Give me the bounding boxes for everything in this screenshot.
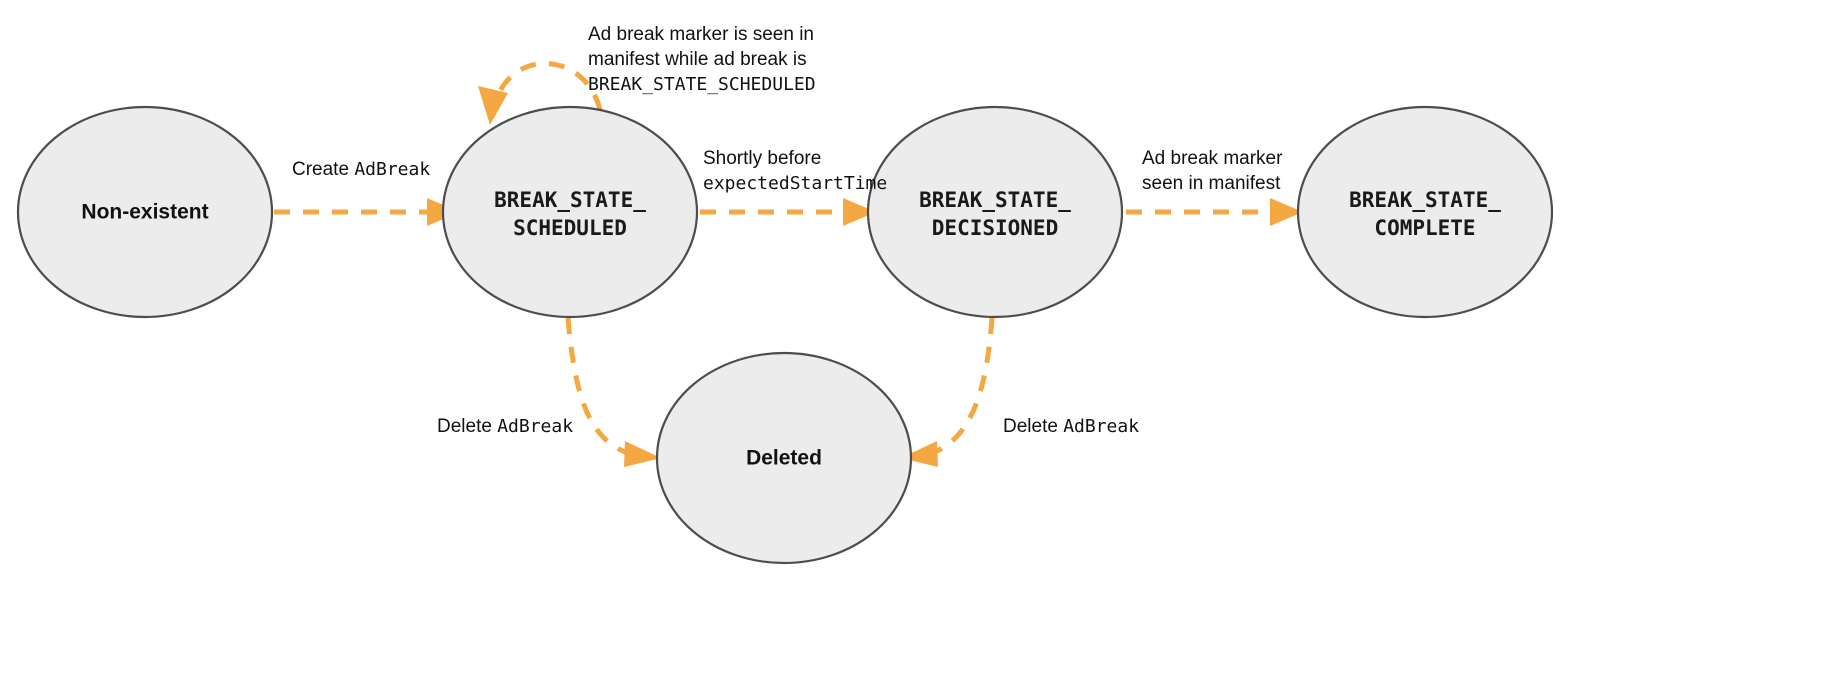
edge-decisioned-deleted-arrowhead: [901, 441, 938, 467]
edge-delete-adbreak-from-decisioned: [901, 317, 995, 467]
edge-label-marker-seen-in-manifest-line2: seen in manifest: [1142, 173, 1281, 194]
edge-marker-seen-in-manifest: [1126, 198, 1303, 226]
node-break-state-scheduled-shape[interactable]: [441, 105, 699, 319]
node-deleted-label: Deleted: [746, 447, 822, 470]
edge-self-loop-arrowhead: [478, 86, 508, 125]
edge-label-marker-seen-in-manifest: Ad break marker seen in manifest: [1142, 146, 1282, 196]
edge-label-delete-decisioned-plain: Delete: [1003, 416, 1064, 437]
edge-scheduled-deleted-arrowhead: [624, 441, 661, 467]
edge-label-create-adbreak: Create AdBreak: [292, 157, 430, 182]
node-break-state-decisioned-label-line1: BREAK_STATE_: [919, 188, 1071, 212]
edge-label-create-adbreak-mono: AdBreak: [354, 159, 431, 180]
node-deleted[interactable]: Deleted: [655, 351, 913, 565]
edge-create-adbreak: [274, 198, 460, 226]
node-break-state-complete[interactable]: BREAK_STATE_ COMPLETE: [1296, 105, 1554, 319]
edge-label-delete-adbreak-from-scheduled: Delete AdBreak: [437, 414, 573, 439]
edge-decisioned-deleted-line: [929, 317, 995, 457]
node-break-state-decisioned[interactable]: BREAK_STATE_ DECISIONED: [866, 105, 1124, 319]
node-non-existent[interactable]: Non-existent: [16, 105, 274, 319]
node-break-state-complete-label-line1: BREAK_STATE_: [1349, 188, 1501, 212]
node-deleted-shape[interactable]: [655, 351, 913, 565]
edge-self-loop-line: [492, 61, 603, 111]
edge-marker-seen-while-scheduled: [478, 61, 603, 125]
node-break-state-scheduled-label-line1: BREAK_STATE_: [494, 188, 646, 212]
node-break-state-scheduled[interactable]: BREAK_STATE_ SCHEDULED: [441, 105, 699, 319]
edge-label-create-adbreak-plain: Create: [292, 159, 355, 180]
edge-label-delete-scheduled-plain: Delete: [437, 416, 498, 437]
edge-scheduled-decisioned-arrowhead: [843, 198, 876, 226]
edge-label-marker-seen-while-scheduled-line3: BREAK_STATE_SCHEDULED: [588, 74, 816, 95]
edge-label-marker-seen-while-scheduled-line1: Ad break marker is seen in: [588, 24, 814, 45]
edge-label-marker-seen-while-scheduled-line2: manifest while ad break is: [588, 49, 807, 70]
edge-label-shortly-before-line2: expectedStartTime: [703, 173, 888, 194]
edge-label-marker-seen-while-scheduled: Ad break marker is seen in manifest while…: [588, 22, 816, 97]
edge-label-marker-seen-in-manifest-line1: Ad break marker: [1142, 148, 1283, 169]
node-non-existent-label: Non-existent: [81, 201, 208, 224]
edge-label-delete-adbreak-from-decisioned: Delete AdBreak: [1003, 414, 1139, 439]
node-break-state-complete-shape[interactable]: [1296, 105, 1554, 319]
node-break-state-decisioned-shape[interactable]: [866, 105, 1124, 319]
edge-label-delete-decisioned-mono: AdBreak: [1063, 416, 1140, 437]
edge-label-delete-scheduled-mono: AdBreak: [497, 416, 574, 437]
edge-label-shortly-before-line1: Shortly before: [703, 148, 822, 169]
node-break-state-decisioned-label-line2: DECISIONED: [932, 216, 1058, 240]
edge-decisioned-complete-arrowhead: [1270, 198, 1303, 226]
edge-label-shortly-before-expected-start-time: Shortly before expectedStartTime: [703, 146, 887, 196]
node-break-state-complete-label-line2: COMPLETE: [1374, 216, 1475, 240]
edge-shortly-before-expected-start-time: [700, 198, 876, 226]
edge-scheduled-deleted-line: [565, 317, 631, 457]
node-non-existent-shape[interactable]: [16, 105, 274, 319]
node-break-state-scheduled-label-line2: SCHEDULED: [513, 216, 627, 240]
edge-delete-adbreak-from-scheduled: [565, 317, 661, 467]
